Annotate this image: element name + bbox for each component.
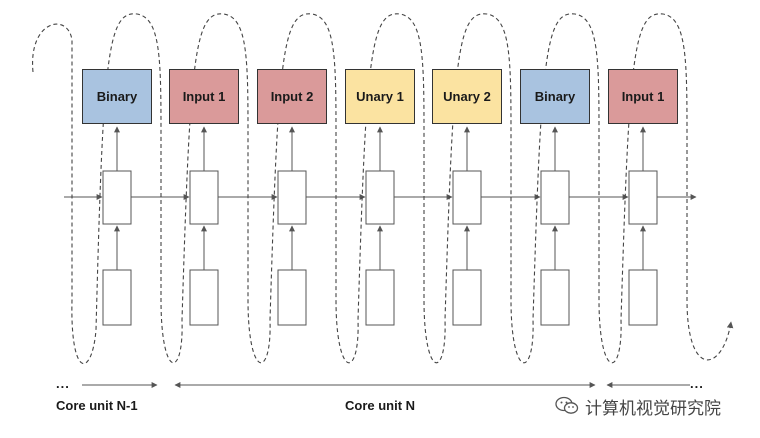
op-box-4: Unary 1 [345,69,415,124]
wechat-icon [555,396,579,414]
hidden-cell [452,170,482,225]
watermark-text: 计算机视觉研究院 [585,398,721,419]
core-unit-current-label: Core unit N [345,398,416,413]
ellipsis-right: ... [690,376,704,391]
input-cell [365,269,395,326]
op-box-6: Binary [520,69,590,124]
ellipsis-left: ... [56,376,70,391]
input-cell [628,269,658,326]
input-cell [189,269,219,326]
rnn-cells [102,126,658,326]
hidden-cell [189,170,219,225]
op-box-2: Input 1 [169,69,239,124]
hidden-cell [540,170,570,225]
hidden-cell [277,170,307,225]
cell-column-6 [540,126,570,326]
input-cell [277,269,307,326]
op-box-1: Binary [82,69,152,124]
cell-column-3 [277,126,307,326]
input-cell [102,269,132,326]
cell-column-1 [102,126,132,326]
core-unit-prev-label: Core unit N-1 [56,398,138,413]
cell-column-5 [452,126,482,326]
cell-column-2 [189,126,219,326]
cell-column-7 [628,126,658,326]
input-cell [452,269,482,326]
sampling-flow-curve [32,13,734,365]
hidden-cell [365,170,395,225]
hidden-cell [628,170,658,225]
watermark: 计算机视觉研究院 [555,392,751,420]
op-box-5: Unary 2 [432,69,502,124]
cell-column-4 [365,126,395,326]
input-cell [540,269,570,326]
op-box-3: Input 2 [257,69,327,124]
op-box-7: Input 1 [608,69,678,124]
hidden-cell [102,170,132,225]
